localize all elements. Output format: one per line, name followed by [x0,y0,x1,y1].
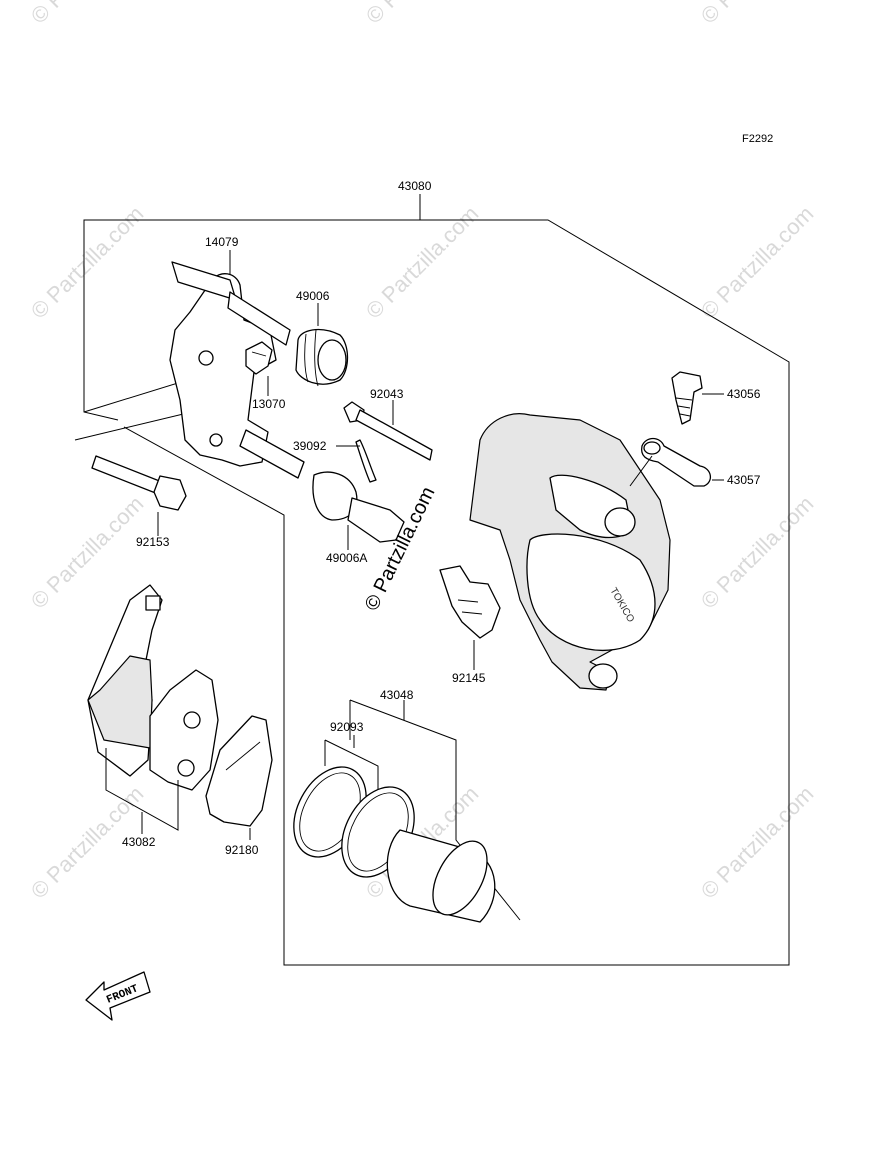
diagram-watermark: © Partzilla.com [361,483,440,614]
watermark: © Partzilla.com [26,0,149,29]
bleeder-43056 [671,371,703,425]
part-label-49006: 49006 [296,289,330,303]
part-label-43048: 43048 [380,688,414,702]
watermark: © Partzilla.com [361,201,484,324]
cap-43057 [640,437,711,487]
watermark: © Partzilla.com [696,201,819,324]
bolt-92153 [91,455,187,511]
part-label-92043: 92043 [370,387,404,401]
spring-92145 [439,565,501,639]
figure-code: F2292 [742,133,773,145]
watermark: © Partzilla.com [26,201,149,324]
part-label-92153: 92153 [136,535,170,549]
piston-kit-43048 [293,699,521,923]
caliper-body: TOKICO [469,413,671,691]
brake-pads-43082 [87,584,219,834]
part-label-92180: 92180 [225,843,259,857]
part-label-43057: 43057 [727,473,761,487]
watermark: © Partzilla.com [696,781,819,904]
watermark: © Partzilla.com [696,491,819,614]
part-label-14079: 14079 [205,235,239,249]
cotter-39092 [355,439,377,483]
part-label-92145: 92145 [452,671,486,685]
brake-pad-92180 [205,715,273,827]
part-label-92093: 92093 [330,720,364,734]
front-direction-arrow: FRONT [85,971,151,1021]
pin-92043 [343,401,433,461]
watermark: © Partzilla.com [26,491,149,614]
part-label-13070: 13070 [252,397,286,411]
bracket-14079 [169,261,305,479]
boot-49006 [295,328,349,387]
part-label-43082: 43082 [122,835,156,849]
watermark: © Partzilla.com [361,0,484,29]
part-label-49006a: 49006A [326,551,367,565]
part-label-39092: 39092 [293,439,327,453]
boot-49006a [312,471,405,543]
clip-13070 [245,341,273,375]
watermark: © Partzilla.com [696,0,819,29]
part-label-43056: 43056 [727,387,761,401]
part-label-43080: 43080 [398,179,432,193]
